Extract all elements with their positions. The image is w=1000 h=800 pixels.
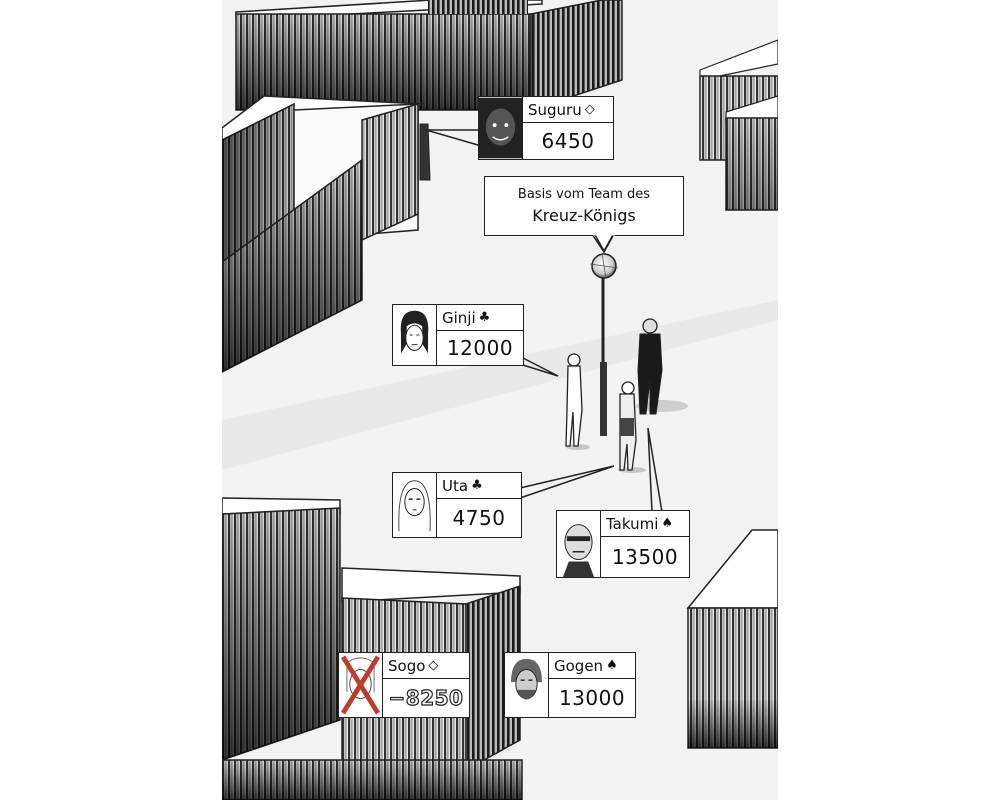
container-right-upper (699, 39, 778, 211)
street-lamp-icon (589, 252, 619, 436)
container-left-upper (222, 95, 425, 373)
player-card-uta: Uta♣ 4750 (392, 472, 522, 538)
player-name: Takumi (606, 514, 659, 533)
figure-suguru-partial (419, 123, 431, 181)
player-card-suguru: Suguru◇ 6450 (478, 96, 614, 160)
red-x-icon (340, 655, 381, 715)
callout-line-2: Kreuz-Königs (532, 206, 636, 225)
spade-suit-icon: ♠ (606, 658, 618, 673)
figure-uta (618, 381, 646, 473)
manga-page: Basis vom Team des Kreuz-Königs Suguru◇ … (222, 0, 778, 800)
player-name: Gogen (554, 656, 604, 675)
container-bottom-right (686, 529, 778, 749)
figure-ginji (565, 353, 590, 450)
container-top (235, 0, 623, 112)
spade-suit-icon: ♠ (661, 516, 674, 531)
diamond-suit-icon: ◇ (428, 658, 439, 673)
figure-takumi (636, 318, 688, 415)
club-suit-icon: ♣ (471, 478, 483, 493)
player-score: 13500 (611, 545, 679, 569)
player-name: Uta (442, 476, 469, 495)
callout-tail (593, 233, 615, 253)
player-name: Suguru (528, 100, 582, 119)
player-score: 4750 (452, 506, 506, 530)
container-left-lower (222, 497, 341, 761)
player-name: Sogo (388, 656, 426, 675)
player-score-negative: −8250 (388, 685, 464, 710)
player-card-sogo: Sogo◇ −8250 (338, 652, 470, 718)
portrait-gogen (505, 653, 549, 717)
portrait-sogo (339, 653, 383, 717)
portrait-suguru (479, 97, 523, 159)
player-score: 13000 (558, 686, 626, 710)
base-callout: Basis vom Team des Kreuz-Königs (484, 176, 684, 236)
player-card-gogen: Gogen♠ 13000 (504, 652, 636, 718)
portrait-uta (393, 473, 437, 537)
player-score: 12000 (446, 336, 514, 360)
player-card-takumi: Takumi♠ 13500 (556, 510, 690, 578)
diamond-suit-icon: ◇ (584, 102, 595, 117)
portrait-ginji (393, 305, 437, 365)
player-name: Ginji (442, 308, 476, 327)
portrait-takumi (557, 511, 601, 577)
club-suit-icon: ♣ (478, 310, 491, 325)
player-score: 6450 (541, 129, 595, 153)
player-card-ginji: Ginji♣ 12000 (392, 304, 524, 366)
callout-line-1: Basis vom Team des (517, 187, 651, 202)
pointer-lines (425, 129, 663, 513)
